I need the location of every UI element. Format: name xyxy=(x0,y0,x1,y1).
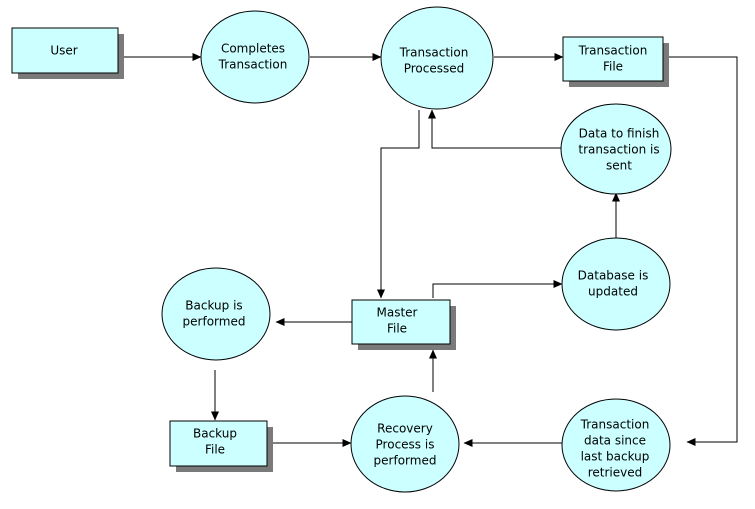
node-data-to-finish: Data to finish transaction is sent xyxy=(560,103,672,195)
label-line: last backup xyxy=(581,450,650,464)
label-line: retrieved xyxy=(588,466,643,480)
transaction-file-box xyxy=(562,36,664,82)
edges xyxy=(122,53,738,447)
label-line: Transaction xyxy=(578,44,648,58)
database-updated-ellipse xyxy=(561,237,671,331)
label-line: File xyxy=(387,322,407,336)
label-line: updated xyxy=(588,285,638,299)
label-line: Backup is xyxy=(185,299,242,313)
node-transaction-data-retrieved: Transaction data since last backup retrieve… xyxy=(561,398,671,492)
user-label: User xyxy=(50,44,77,58)
label-line: Data to finish xyxy=(579,127,660,141)
label-line: User xyxy=(50,44,77,58)
label-line: Backup xyxy=(193,427,237,441)
edge-master-file-to-database-updated xyxy=(432,280,563,298)
recovery-process-ellipse xyxy=(350,395,460,493)
node-database-updated: Database is updated xyxy=(561,237,671,331)
label-line: File xyxy=(603,60,623,74)
data-to-finish-label: Data to finish transaction is sent xyxy=(578,127,659,173)
label-line: Transaction xyxy=(218,58,288,72)
label-line: data since xyxy=(584,434,646,448)
label-line: performed xyxy=(183,315,246,329)
backup-file-box xyxy=(169,420,268,467)
edge-transaction-processed-to-master-file xyxy=(377,110,420,299)
label-line: Transaction xyxy=(399,46,469,60)
edge-data-to-finish-to-transaction-processed xyxy=(428,109,561,149)
backup-performed-label: Backup is performed xyxy=(183,299,246,329)
label-line: Recovery xyxy=(377,422,433,436)
label-line: Transaction xyxy=(580,418,650,432)
edge-transaction-file-to-transaction-data-retrieved xyxy=(668,56,738,446)
label-line: Database is xyxy=(578,269,649,283)
label-line: Master xyxy=(377,306,418,320)
database-updated-label: Database is updated xyxy=(578,269,649,299)
transaction-data-retrieved-label: Transaction data since last backup retrieve… xyxy=(580,418,650,480)
transaction-data-retrieved-ellipse xyxy=(561,398,671,492)
label-line: File xyxy=(205,443,225,457)
node-user: User xyxy=(11,27,124,79)
backup-performed-ellipse xyxy=(161,267,271,361)
data-to-finish-ellipse xyxy=(560,103,672,195)
completes-transaction-ellipse xyxy=(200,10,310,104)
label-line: sent xyxy=(606,159,632,173)
label-line: performed xyxy=(374,454,437,468)
label-line: Process is xyxy=(376,438,435,452)
label-line: Completes xyxy=(221,42,285,56)
user-box xyxy=(11,27,119,74)
master-file-box xyxy=(351,299,451,345)
node-backup-performed: Backup is performed xyxy=(161,267,271,361)
transaction-processed-ellipse xyxy=(380,6,494,110)
label-line: Processed xyxy=(404,62,465,76)
label-line: transaction is xyxy=(578,143,659,157)
